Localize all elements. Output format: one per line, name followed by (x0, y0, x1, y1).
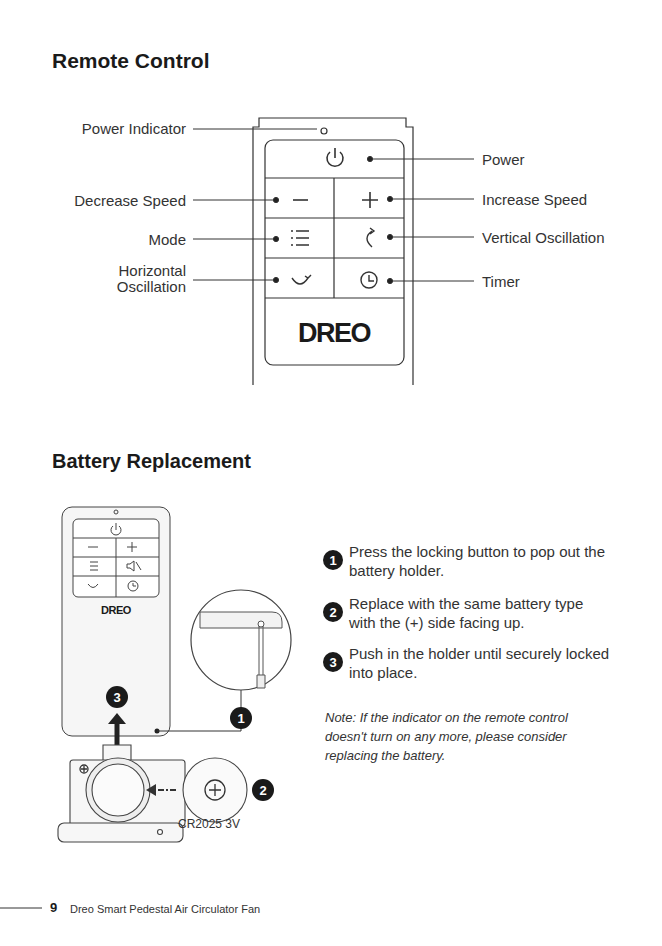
battery-label: CR2025 3V (178, 817, 240, 832)
part-label: Decrease Speed (74, 191, 186, 210)
callout-number: 2 (252, 779, 274, 801)
part-label: Vertical Oscillation (482, 228, 605, 247)
note-text: Note: If the indicator on the remote con… (325, 708, 610, 765)
brand-logo: DREO (86, 603, 146, 617)
part-label: Power (482, 150, 525, 169)
callout-number: 3 (323, 652, 343, 672)
part-label: Power Indicator (82, 119, 186, 138)
step-text: Press the locking button to pop out the … (349, 542, 614, 580)
part-label: Horizontal Oscillation (91, 263, 186, 295)
callout-text: 2 (259, 783, 266, 798)
callout-text: 1 (237, 711, 244, 726)
page-number: 9 (50, 900, 57, 916)
step-text: Push in the holder until securely locked… (349, 644, 614, 682)
page-title: Remote Control (52, 49, 210, 73)
callout-text: 3 (113, 690, 120, 705)
callout-text: 2 (329, 605, 336, 620)
section-heading: Battery Replacement (52, 449, 251, 474)
part-label: Timer (482, 272, 520, 291)
footer-text: Dreo Smart Pedestal Air Circulator Fan (70, 902, 260, 916)
callout-number: 3 (106, 686, 128, 708)
part-label: Increase Speed (482, 190, 587, 209)
callout-text: 3 (329, 655, 336, 670)
callout-number: 2 (323, 602, 343, 622)
part-label: Mode (148, 230, 186, 249)
brand-logo: DREO (284, 316, 384, 350)
step-text: Replace with the same battery type with … (349, 594, 614, 632)
callout-number: 1 (323, 550, 343, 570)
callout-text: 1 (329, 553, 336, 568)
callout-number: 1 (230, 707, 252, 729)
